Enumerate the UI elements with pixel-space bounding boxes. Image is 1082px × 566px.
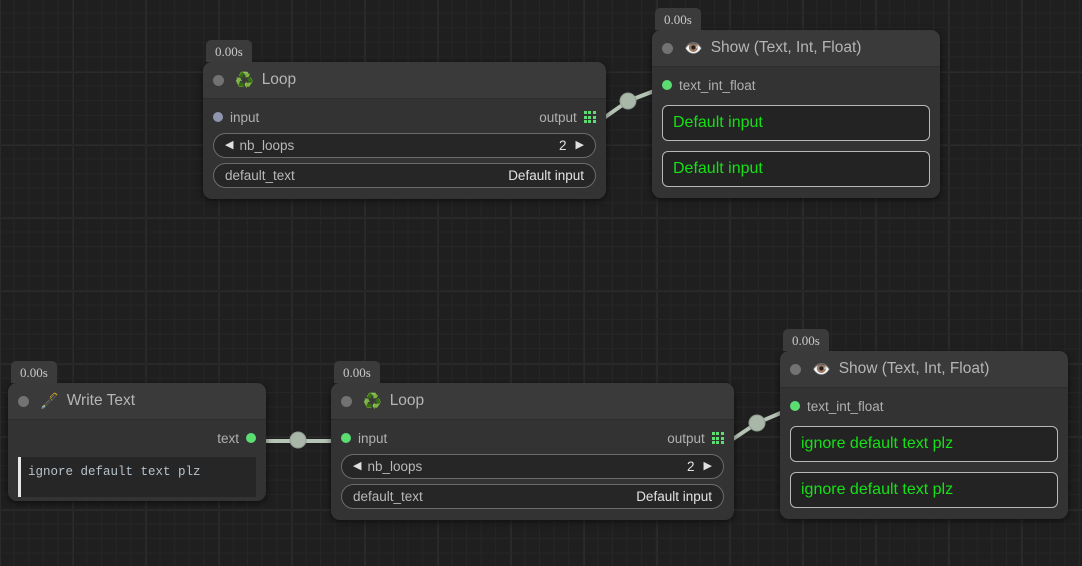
node-write-text[interactable]: 0.00s 🖋️ Write Text text ignore default … [8, 361, 266, 501]
output-display-2: Default input [662, 151, 930, 187]
text-input-area[interactable]: ignore default text plz [18, 457, 256, 497]
wire-reroute-handle[interactable] [289, 431, 307, 449]
node-body: input output ◀ nb_loops 2 ▶ [331, 420, 734, 520]
node-header[interactable]: 🖋️ Write Text [8, 383, 266, 420]
collapse-dot[interactable] [213, 74, 224, 86]
widget-value[interactable]: 2 [687, 459, 695, 474]
input-socket[interactable] [790, 401, 800, 411]
widget-value[interactable]: 2 [559, 138, 567, 153]
widget-value[interactable]: Default input [636, 489, 712, 504]
io-row: text_int_float [662, 75, 930, 95]
list-output-grid-icon[interactable] [711, 431, 724, 445]
node-time-badge: 0.00s [206, 40, 252, 62]
node-header[interactable]: ♻️ Loop [331, 383, 734, 420]
input-socket[interactable] [341, 433, 351, 443]
input-socket[interactable] [213, 112, 223, 122]
io-row: text_int_float [790, 396, 1058, 416]
decrement-arrow-icon[interactable]: ◀ [353, 460, 362, 472]
node-show-top[interactable]: 0.00s 👁️ Show (Text, Int, Float) text_in… [652, 8, 940, 198]
node-body: text_int_float ignore default text plz i… [780, 388, 1068, 519]
output-label: output [667, 430, 705, 446]
node-time-badge: 0.00s [334, 361, 380, 383]
widget-nb-loops[interactable]: ◀ nb_loops 2 ▶ [213, 133, 596, 158]
node-loop-top[interactable]: 0.00s ♻️ Loop input output [203, 40, 606, 199]
increment-arrow-icon[interactable]: ▶ [575, 139, 584, 151]
eye-icon: 👁️ [684, 39, 703, 57]
node-header[interactable]: ♻️ Loop [203, 62, 606, 99]
widget-label: default_text [225, 168, 295, 183]
widget-label: nb_loops [367, 459, 423, 474]
collapse-dot[interactable] [18, 395, 29, 407]
collapse-dot[interactable] [341, 395, 352, 407]
io-row: input output [213, 107, 596, 127]
wire-reroute-handle[interactable] [748, 414, 766, 432]
recycle-icon: ♻️ [363, 392, 382, 410]
output-socket[interactable] [246, 433, 256, 443]
output-display-1: Default input [662, 105, 930, 141]
output-display-1: ignore default text plz [790, 426, 1058, 462]
widget-label: default_text [353, 489, 423, 504]
widget-default-text[interactable]: default_text Default input [341, 484, 724, 509]
output-label: output [539, 109, 577, 125]
output-display-2: ignore default text plz [790, 472, 1058, 508]
decrement-arrow-icon[interactable]: ◀ [225, 139, 234, 151]
widget-default-text[interactable]: default_text Default input [213, 163, 596, 188]
node-body: input output ◀ nb_loops 2 ▶ [203, 99, 606, 199]
node-header[interactable]: 👁️ Show (Text, Int, Float) [780, 351, 1068, 388]
node-time-badge: 0.00s [11, 361, 57, 383]
collapse-dot[interactable] [662, 42, 673, 54]
io-row: input output [341, 428, 724, 448]
input-label: input [230, 109, 260, 125]
node-show-bottom[interactable]: 0.00s 👁️ Show (Text, Int, Float) text_in… [780, 329, 1068, 519]
node-body: text ignore default text plz [8, 420, 266, 501]
widget-nb-loops[interactable]: ◀ nb_loops 2 ▶ [341, 454, 724, 479]
increment-arrow-icon[interactable]: ▶ [703, 460, 712, 472]
input-label: text_int_float [807, 398, 884, 414]
node-title: Show (Text, Int, Float) [838, 360, 990, 377]
widget-label: nb_loops [239, 138, 295, 153]
node-title: Loop [261, 71, 297, 88]
node-header[interactable]: 👁️ Show (Text, Int, Float) [652, 30, 940, 67]
input-label: text_int_float [679, 77, 756, 93]
collapse-dot[interactable] [790, 363, 801, 375]
node-title: Loop [389, 392, 425, 409]
node-time-badge: 0.00s [655, 8, 701, 30]
pen-nib-icon: 🖋️ [40, 392, 59, 410]
node-body: text_int_float Default input Default inp… [652, 67, 940, 198]
input-socket[interactable] [662, 80, 672, 90]
node-title: Show (Text, Int, Float) [710, 39, 862, 56]
wire-reroute-handle[interactable] [619, 92, 637, 110]
node-loop-bottom[interactable]: 0.00s ♻️ Loop input output [331, 361, 734, 520]
input-label: input [358, 430, 388, 446]
eye-icon: 👁️ [812, 360, 831, 378]
list-output-grid-icon[interactable] [583, 110, 596, 124]
io-row: text [18, 428, 256, 448]
node-time-badge: 0.00s [783, 329, 829, 351]
output-label: text [217, 430, 239, 446]
widget-value[interactable]: Default input [508, 168, 584, 183]
recycle-icon: ♻️ [235, 71, 254, 89]
node-title: Write Text [66, 392, 136, 409]
